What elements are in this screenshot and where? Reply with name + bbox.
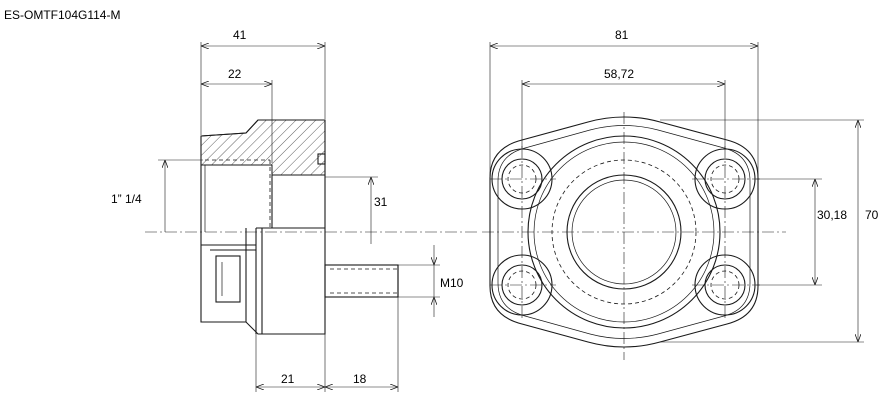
dim-center-height: 31: [374, 195, 388, 209]
dim-bolt-protrusion: 18: [353, 372, 367, 386]
bolt-head: [215, 255, 241, 303]
dim-overall-height: 70: [865, 208, 879, 222]
dim-overall-width-side: 41: [233, 28, 247, 42]
dim-thread-depth: 22: [228, 67, 242, 81]
part-number: ES-OMTF104G114-M: [4, 8, 121, 22]
section-hatch: [200, 119, 326, 176]
flange-outline: [489, 116, 759, 348]
dim-bolt-thread: M10: [440, 276, 464, 290]
dim-bolt-spacing-vertical: 30,18: [817, 208, 847, 222]
seal-groove: [317, 153, 326, 165]
bolt-shank: [324, 264, 399, 298]
dim-bolt-spacing-horizontal: 58,72: [604, 67, 634, 81]
dim-flange-thickness: 21: [281, 372, 295, 386]
dim-overall-width-front: 81: [615, 28, 629, 42]
front-dimensions: 81 58,72 70 30,18: [489, 28, 879, 343]
side-view: [145, 119, 480, 335]
front-view: [482, 112, 786, 360]
side-dimensions: 41 22 1” 1/4 31 M10 21 18: [111, 28, 464, 392]
flange-inner-outline: [497, 125, 751, 339]
dim-port-thread: 1” 1/4: [111, 192, 142, 206]
